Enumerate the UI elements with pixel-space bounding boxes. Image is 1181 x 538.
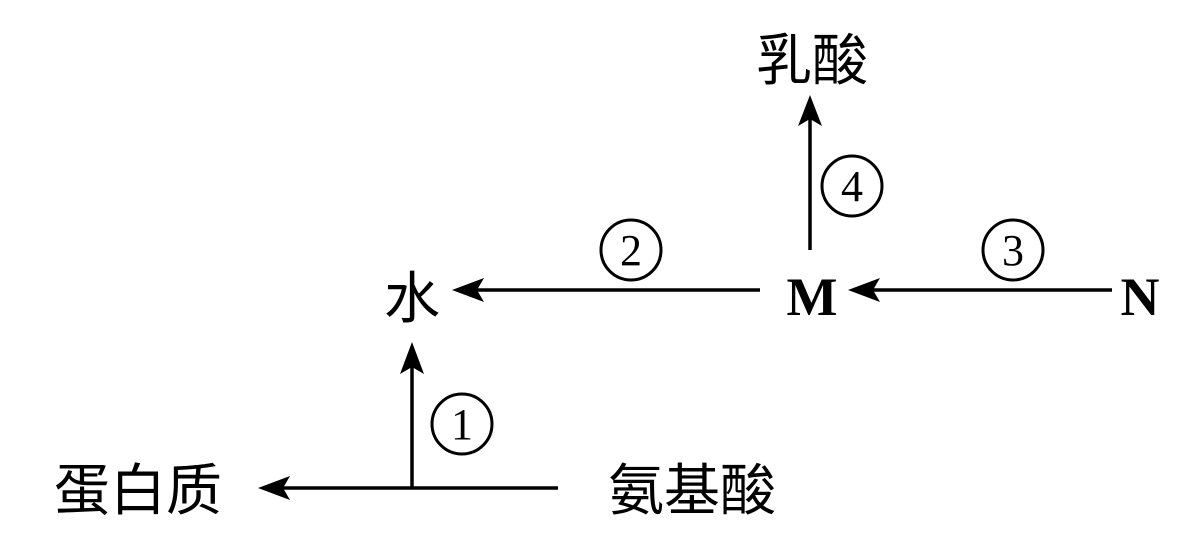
node-m: M (787, 267, 838, 327)
step-2-circle (599, 218, 663, 282)
node-water: 水 (384, 267, 440, 332)
node-n: N (1121, 267, 1160, 327)
arrowhead-left-water (452, 278, 484, 302)
arrowhead-left-m (848, 278, 880, 302)
step-1-label: 1 (451, 400, 473, 449)
step-marker-2: 2 (599, 218, 663, 282)
arrowhead-up-lactic-acid (798, 95, 822, 126)
step-4-circle (820, 154, 884, 218)
arrowhead-up-water (400, 342, 424, 374)
node-protein: 蛋白质 (54, 459, 222, 524)
node-lactic-acid: 乳酸 (756, 29, 868, 94)
arrowhead-left-protein (258, 476, 290, 500)
step-marker-1: 1 (430, 392, 494, 456)
node-amino-acid: 氨基酸 (608, 459, 776, 524)
step-3-label: 3 (1002, 226, 1024, 275)
step-marker-3: 3 (981, 218, 1045, 282)
step-2-label: 2 (620, 226, 642, 275)
step-1-circle (430, 392, 494, 456)
step-4-label: 4 (841, 162, 863, 211)
step-marker-4: 4 (820, 154, 884, 218)
step-3-circle (981, 218, 1045, 282)
